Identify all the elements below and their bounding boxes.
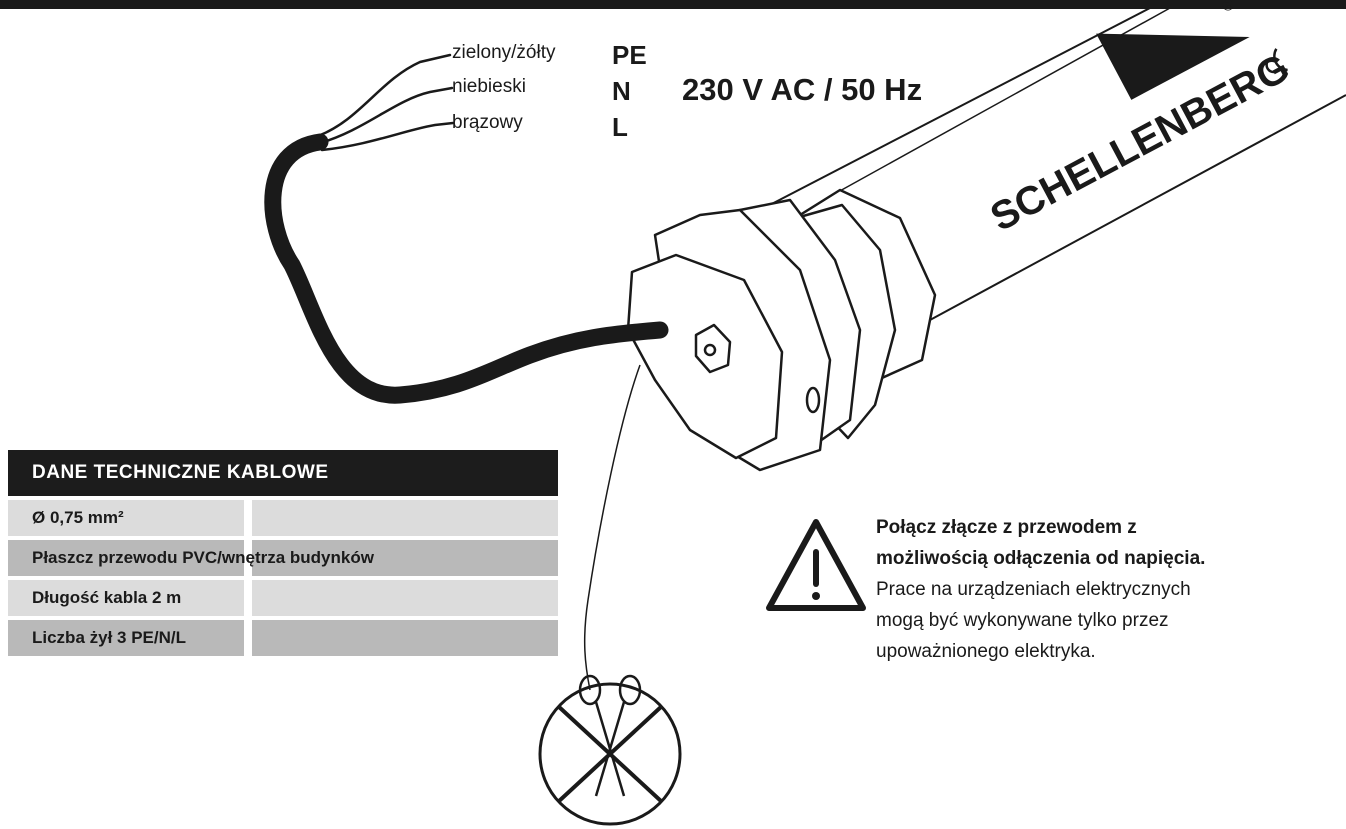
- warning-bold-line-2: możliwością odłączenia od napięcia.: [876, 548, 1206, 569]
- spec-cores: Liczba żył 3 PE/N/L: [32, 628, 186, 647]
- registered-mark: ®: [1219, 0, 1238, 16]
- top-border: [0, 0, 1346, 9]
- spec-length: Długość kabla 2 m: [32, 588, 182, 607]
- thin-lead: [583, 364, 641, 691]
- cable-spec-table: DANE TECHNICZNE KABLOWE Ø 0,75 mm² Płasz…: [8, 450, 558, 656]
- warning-line-2: mogą być wykonywane tylko przez: [876, 610, 1169, 631]
- spec-row: Ø 0,75 mm²: [8, 500, 558, 536]
- wire-code-pe: PE: [612, 40, 647, 70]
- warning-triangle-icon: [766, 519, 866, 611]
- wire-leads: [316, 53, 455, 152]
- warning-line-1: Prace na urządzeniach elektrycznych: [876, 579, 1191, 600]
- wire-label-pe: zielony/żółty: [452, 42, 556, 63]
- spec-sheath: Płaszcz przewodu PVC/wnętrza budynków: [32, 548, 374, 567]
- spec-row: Długość kabla 2 m: [8, 580, 558, 616]
- spec-table-header: DANE TECHNICZNE KABLOWE: [8, 450, 558, 496]
- safety-warning: Połącz złącze z przewodem z możliwością …: [876, 512, 1336, 667]
- wire-code-l: L: [612, 112, 628, 142]
- spec-row: Liczba żył 3 PE/N/L: [8, 620, 558, 656]
- power-cable: [264, 133, 669, 404]
- column-divider: [244, 540, 252, 576]
- column-divider: [244, 580, 252, 616]
- wire-label-n: niebieski: [452, 76, 526, 97]
- wire-code-n: N: [612, 76, 631, 106]
- voltage-rating: 230 V AC / 50 Hz: [682, 72, 923, 107]
- motor-head: [626, 188, 937, 472]
- warning-bold-line-1: Połącz złącze z przewodem z: [876, 517, 1137, 538]
- brand-logo-icon: SCHELLENBERG ®: [984, 0, 1297, 240]
- no-cutting-scissors-icon: [538, 674, 682, 826]
- spec-row: Płaszcz przewodu PVC/wnętrza budynków: [8, 540, 558, 576]
- wire-label-l: brązowy: [452, 112, 523, 133]
- column-divider: [244, 620, 252, 656]
- column-divider: [244, 500, 252, 536]
- spec-cross-section: Ø 0,75 mm²: [32, 508, 124, 527]
- warning-line-3: upoważnionego elektryka.: [876, 641, 1096, 662]
